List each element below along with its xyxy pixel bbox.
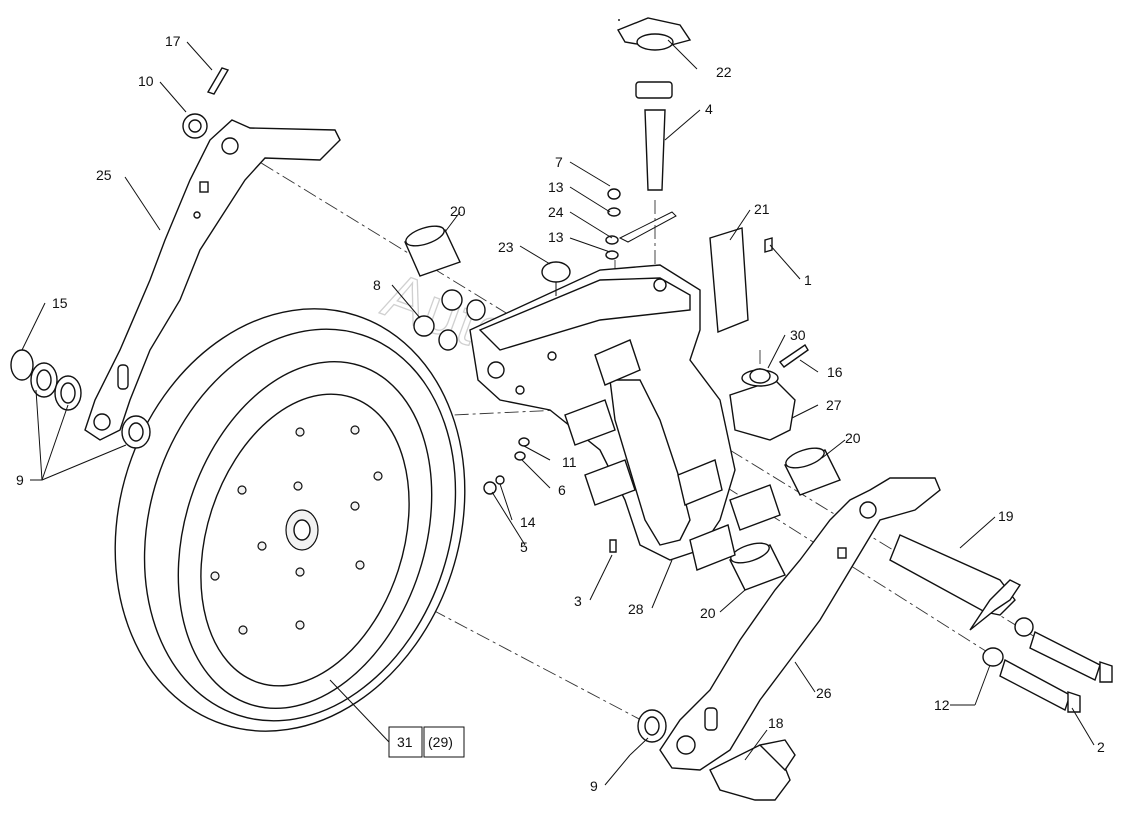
callouts: 17 10 25 15 9 8 20 23 7 13 24 13 22 4 21…: [16, 33, 1105, 794]
gauge-wheel: [114, 308, 466, 732]
boxed-labels: 31 (29): [388, 726, 465, 758]
callout-4: 4: [705, 101, 713, 117]
right-arm: [659, 477, 941, 771]
stub-shaft: [709, 739, 796, 801]
callout-20-top: 20: [450, 203, 466, 219]
shaft: [889, 534, 1022, 631]
callout-19: 19: [998, 508, 1014, 524]
callout-5: 5: [520, 539, 528, 555]
bolts: [999, 631, 1113, 713]
callout-14: 14: [520, 514, 536, 530]
callout-30: 30: [790, 327, 806, 343]
callout-1: 1: [804, 272, 812, 288]
callout-24: 24: [548, 204, 564, 220]
pivot-arm: [609, 379, 691, 546]
callout-23: 23: [498, 239, 514, 255]
callout-15: 15: [52, 295, 68, 311]
callout-18: 18: [768, 715, 784, 731]
callout-13-lower: 13: [548, 229, 564, 245]
adjust-screw: [616, 17, 692, 191]
callout-6: 6: [558, 482, 566, 498]
callout-10: 10: [138, 73, 154, 89]
callout-8: 8: [373, 277, 381, 293]
pins: [206, 19, 809, 553]
callout-2: 2: [1097, 739, 1105, 755]
callout-28: 28: [628, 601, 644, 617]
leader-lines: [21, 39, 1095, 786]
left-arm: [84, 119, 341, 441]
callout-12: 12: [934, 697, 950, 713]
box-31: [388, 726, 423, 758]
callout-27: 27: [826, 397, 842, 413]
callout-9-left: 9: [16, 472, 24, 488]
callout-22: 22: [716, 64, 732, 80]
callout-9-bottom: 9: [590, 778, 598, 794]
bushings: [404, 225, 841, 591]
callout-17: 17: [165, 33, 181, 49]
callout-25: 25: [96, 167, 112, 183]
callout-16: 16: [827, 364, 843, 380]
spring-clip: [618, 211, 677, 243]
callout-3: 3: [574, 593, 582, 609]
callout-11: 11: [562, 454, 577, 470]
box-31-label: 31: [397, 734, 413, 750]
callout-21: 21: [754, 201, 770, 217]
callout-20-right: 20: [845, 430, 861, 446]
callout-20-bottom: 20: [700, 605, 716, 621]
knob: [541, 261, 571, 296]
callout-13-upper: 13: [548, 179, 564, 195]
callout-26: 26: [816, 685, 832, 701]
box-29-label: (29): [428, 734, 453, 750]
washers: [10, 113, 1034, 743]
box-29: [423, 726, 465, 758]
scale-plate: [709, 227, 749, 334]
callout-7: 7: [555, 154, 563, 170]
